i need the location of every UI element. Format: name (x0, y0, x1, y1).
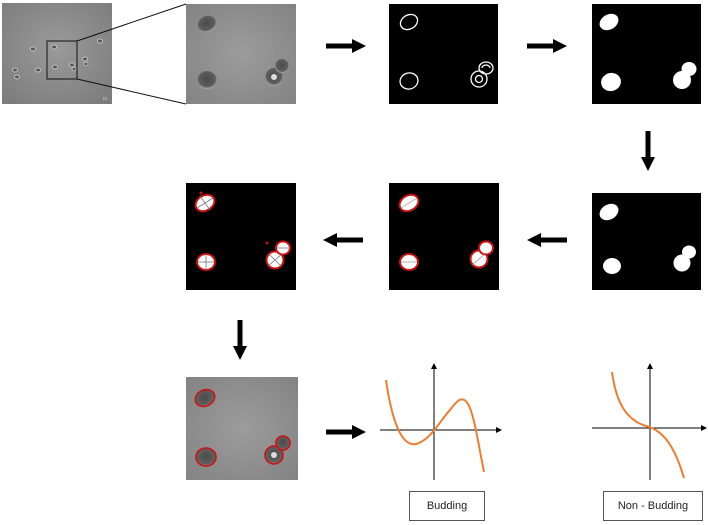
filled-mask-image (592, 4, 701, 104)
arrow-right-1 (326, 39, 366, 53)
non-budding-curve-plot (590, 362, 708, 482)
cleaned-mask-image (592, 193, 701, 290)
arrow-right-3 (326, 425, 366, 439)
non-budding-label: Non - Budding (603, 491, 703, 521)
overview-microscopy-image: ▭ (2, 3, 112, 104)
budding-curve-plot (378, 362, 503, 482)
arrow-left-2 (323, 233, 363, 247)
edge-detection-image (389, 4, 498, 104)
zoom-region-box (46, 40, 78, 80)
zoom-projection-lines (76, 3, 187, 105)
ellipse-axes-image (186, 183, 296, 290)
zoomed-microscopy-image (186, 4, 296, 104)
overlay-microscopy-image (186, 377, 298, 480)
ellipse-fit-image (389, 183, 499, 290)
budding-label: Budding (409, 491, 485, 521)
arrow-right-2 (527, 39, 567, 53)
arrow-down-2 (233, 320, 247, 360)
budding-curve (385, 379, 485, 473)
arrow-down-1 (641, 131, 655, 171)
non-budding-curve (611, 371, 685, 479)
svg-text:▭: ▭ (103, 96, 108, 102)
arrow-left-1 (527, 233, 567, 247)
